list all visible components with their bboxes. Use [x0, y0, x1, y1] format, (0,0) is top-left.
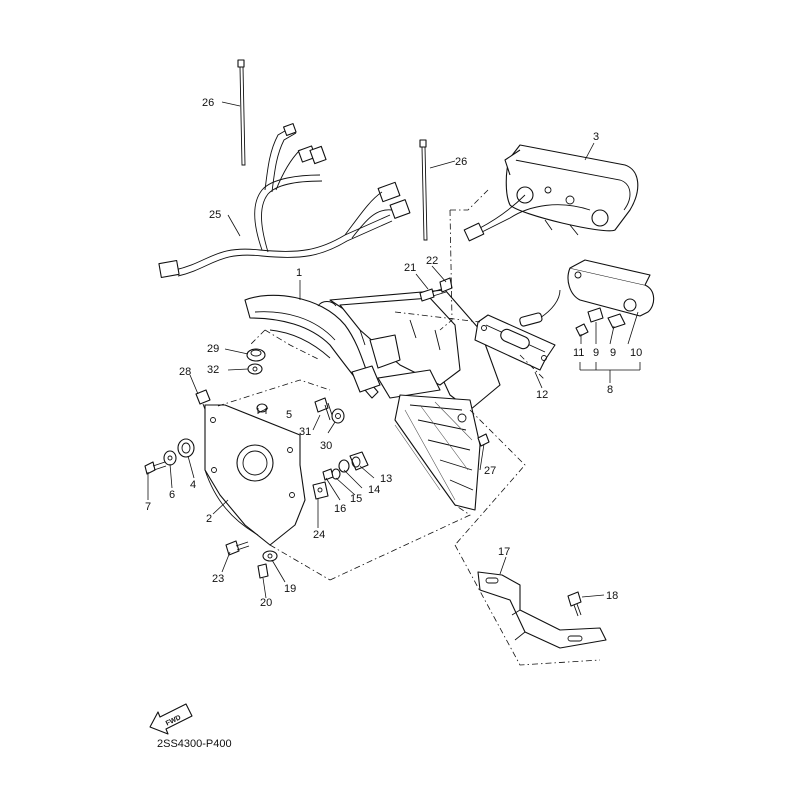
assembly-lines [217, 189, 601, 666]
grommet-part-29[interactable] [246, 348, 266, 362]
callout-21: 21 [404, 262, 416, 274]
damper-part-4[interactable] [177, 438, 195, 458]
callout-23: 23 [212, 573, 224, 585]
callout-20: 20 [260, 597, 272, 609]
callout-6: 6 [169, 489, 175, 501]
callout-26b: 26 [455, 156, 467, 168]
callout-12: 12 [536, 389, 548, 401]
callout-19: 19 [284, 583, 296, 595]
callout-25: 25 [209, 209, 221, 221]
bolt-part-21[interactable] [419, 287, 447, 302]
callout-32: 32 [207, 364, 219, 376]
callout-9a: 9 [593, 347, 599, 359]
callout-22: 22 [426, 255, 438, 267]
bolt-part-7[interactable] [144, 461, 167, 475]
wire-harness-part-25[interactable] [158, 123, 411, 279]
callout-9b: 9 [610, 347, 616, 359]
collar-part-30[interactable] [331, 408, 345, 424]
bolt-part-18[interactable] [567, 591, 582, 617]
clip-nut-part-24[interactable] [312, 481, 329, 500]
callout-3: 3 [593, 131, 599, 143]
nut-part-32[interactable] [247, 363, 263, 375]
callout-16: 16 [334, 503, 346, 515]
callout-13: 13 [380, 473, 392, 485]
bolt-part-23[interactable] [225, 540, 250, 556]
rear-fender-part-1[interactable] [244, 289, 501, 511]
tail-light-part-3[interactable] [463, 144, 639, 242]
callout-5: 5 [286, 409, 292, 421]
base-plate-part-2[interactable] [204, 404, 306, 546]
license-light-part-10[interactable] [519, 259, 655, 327]
forward-direction-arrow: FWD [149, 703, 193, 735]
grommet-part-20[interactable] [257, 563, 269, 579]
leader-lines [147, 101, 641, 599]
washer-part-9b[interactable] [607, 313, 626, 329]
bolt-part-27[interactable] [477, 433, 490, 447]
callout-15: 15 [350, 493, 362, 505]
callout-10: 10 [630, 347, 642, 359]
collar-part-14[interactable] [338, 459, 350, 473]
callout-30: 30 [320, 440, 332, 452]
callout-29: 29 [207, 343, 219, 355]
nut-part-16[interactable] [322, 468, 334, 481]
washer-part-19[interactable] [262, 550, 278, 562]
callout-14: 14 [368, 484, 380, 496]
washer-part-6[interactable] [163, 450, 177, 466]
callout-2: 2 [206, 513, 212, 525]
bolt-part-31[interactable] [314, 397, 334, 421]
callout-24: 24 [313, 529, 325, 541]
callout-28: 28 [179, 366, 191, 378]
callout-26a: 26 [202, 97, 214, 109]
cable-tie-part-26-left[interactable] [237, 59, 246, 166]
nut-part-11[interactable] [575, 323, 589, 337]
callout-8: 8 [607, 384, 613, 396]
drawing-code: 2SS4300-P400 [157, 738, 232, 750]
callout-11: 11 [573, 347, 584, 359]
cable-tie-part-26-center[interactable] [419, 139, 428, 241]
license-bracket-part-12[interactable] [474, 314, 556, 371]
callout-4: 4 [190, 479, 196, 491]
callout-27: 27 [484, 465, 496, 477]
washer-part-9a[interactable] [587, 307, 604, 323]
damper-part-13[interactable] [349, 451, 369, 471]
callout-31: 31 [299, 426, 311, 438]
callout-labels: 1 2 3 4 5 6 7 8 9 9 10 11 12 13 14 15 16… [145, 97, 642, 609]
callout-7: 7 [145, 501, 151, 513]
bolt-part-22[interactable] [439, 277, 453, 293]
callout-1: 1 [296, 267, 302, 279]
callout-17: 17 [498, 546, 510, 558]
callout-18: 18 [606, 590, 618, 602]
plate-bracket-part-17[interactable] [477, 571, 607, 649]
